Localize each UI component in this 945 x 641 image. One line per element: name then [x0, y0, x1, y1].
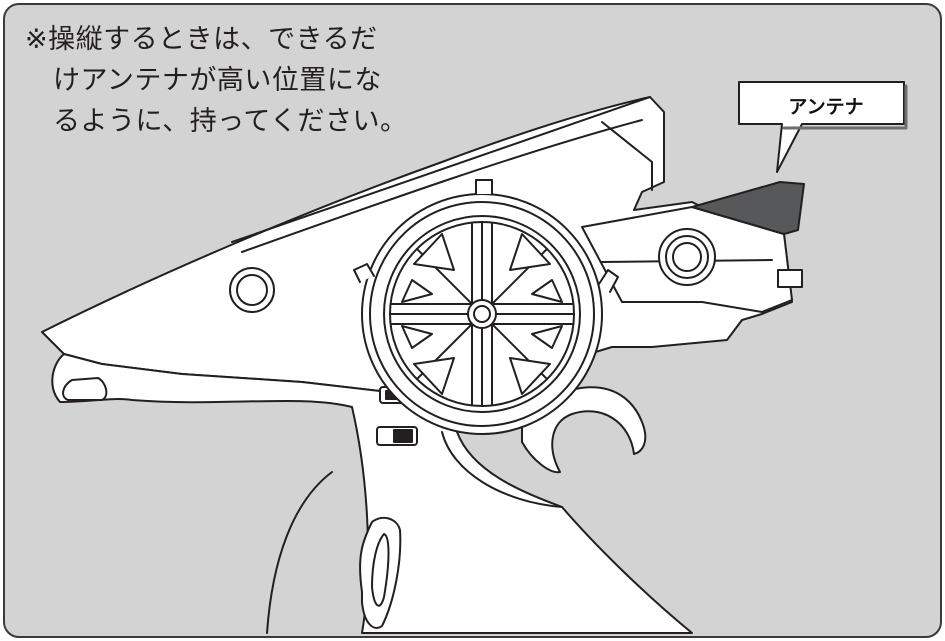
- antenna-icon: [691, 181, 805, 235]
- antenna-callout-label: アンテナ: [788, 95, 864, 118]
- note-line: ※操縦するときは、できるだ: [25, 24, 378, 55]
- note-line: るように、持ってください。: [53, 106, 408, 137]
- transmitter-illustration: [41, 81, 908, 634]
- note-line: けアンテナが高い位置にな: [53, 65, 382, 96]
- handling-note: ※操縦するときは、できるだ けアンテナが高い位置にな るように、持ってください。: [25, 19, 465, 142]
- illustration-panel: ※操縦するときは、できるだ けアンテナが高い位置にな るように、持ってください。…: [3, 3, 942, 638]
